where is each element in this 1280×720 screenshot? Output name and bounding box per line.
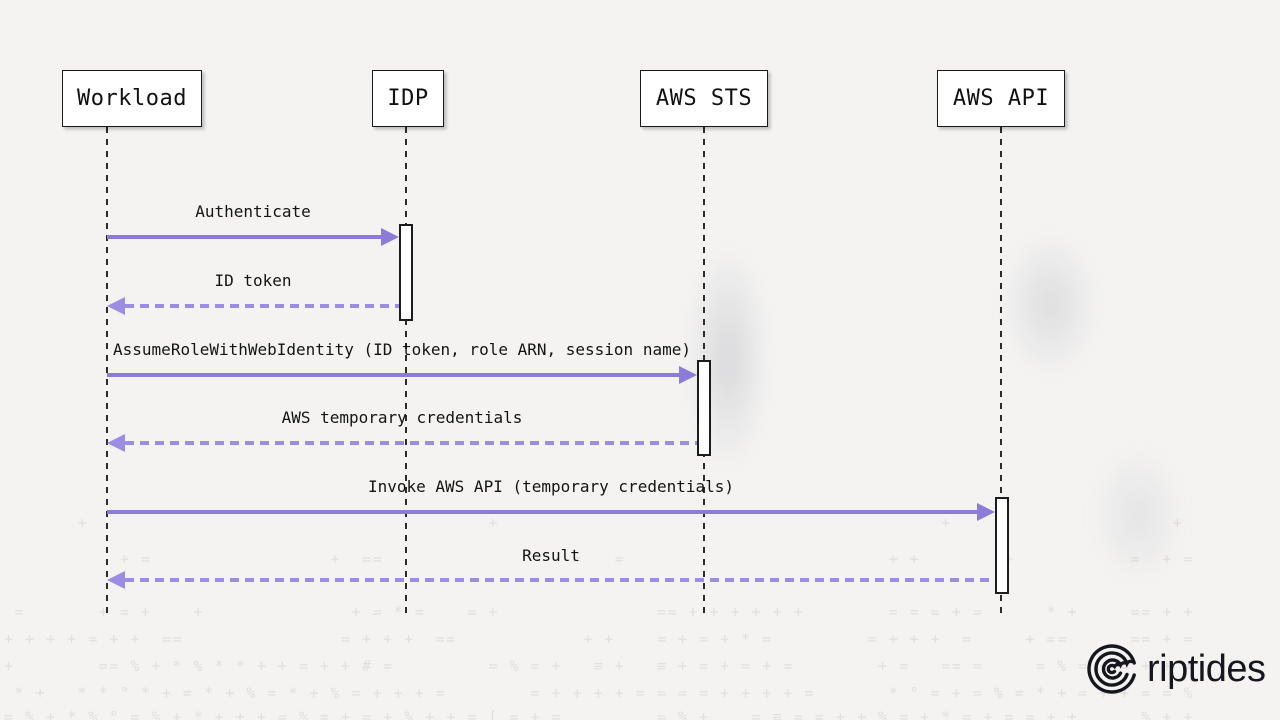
message-label-invoke-api: Invoke AWS API (temporary credentials) [367, 477, 735, 496]
actor-label: IDP [387, 86, 429, 111]
actor-label: AWS API [952, 86, 1050, 111]
actor-box-idp: IDP [372, 70, 444, 127]
message-arrow-authenticate [107, 235, 381, 239]
lifeline-workload [106, 127, 108, 613]
message-label-result: Result [522, 546, 580, 565]
background-texture-row: + == % + * % * * + + = + + # = = % = + ≡… [4, 657, 1194, 675]
message-arrow-id-token [125, 304, 399, 308]
shadow-blob [1002, 232, 1098, 377]
actor-box-aws-sts: AWS STS [640, 70, 768, 127]
activation-bar-aws-api [995, 497, 1009, 594]
background-texture-row: = + = + + + = * = = + == + + + + + + = =… [4, 603, 1194, 621]
background-texture-row: + + + + = + + == = + + + == + + = + = + … [4, 630, 1194, 648]
background-texture-row: = % + * % ° = % + * + + + = % = + = + % … [4, 708, 1194, 720]
message-arrow-assume-role [107, 373, 679, 377]
background-texture-row: + + + + [4, 514, 1184, 532]
message-label-id-token: ID token [214, 271, 292, 290]
actor-label: Workload [77, 86, 187, 111]
message-arrow-invoke-api [107, 510, 977, 514]
riptides-wordmark: riptides [1147, 648, 1266, 690]
riptides-swirl-icon [1087, 644, 1136, 694]
actor-label: AWS STS [655, 86, 753, 111]
lifeline-aws-api [1000, 127, 1002, 613]
message-arrow-temp-credentials [125, 441, 697, 445]
message-label-temp-credentials: AWS temporary credentials [281, 408, 523, 427]
message-arrow-result [125, 578, 995, 582]
message-label-authenticate: Authenticate [195, 202, 311, 221]
background-texture-row: * + * * ° * + = * + % = * + % = + + + = … [4, 684, 1194, 702]
activation-bar-aws-sts [697, 360, 711, 456]
actor-box-aws-api: AWS API [937, 70, 1065, 127]
message-label-assume-role: AssumeRoleWithWebIdentity (ID token, rol… [113, 340, 691, 359]
shadow-blob [1092, 445, 1184, 585]
lifeline-idp [405, 127, 407, 613]
activation-bar-idp [399, 224, 413, 321]
actor-box-workload: Workload [62, 70, 202, 127]
riptides-logo: riptides [1084, 640, 1266, 698]
